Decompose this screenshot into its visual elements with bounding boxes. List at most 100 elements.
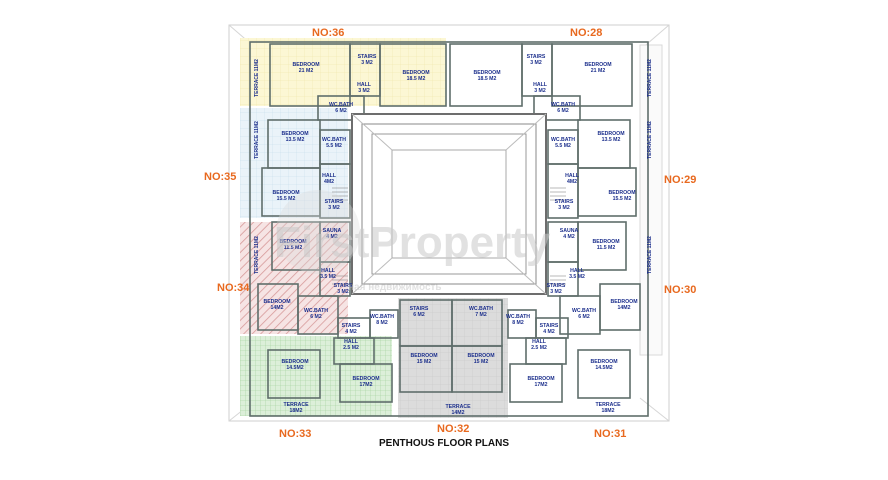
room-area-label: 6 M2	[578, 314, 590, 320]
room-name-label: BEDROOM	[272, 190, 299, 196]
room-area-label: 17M2	[360, 382, 373, 388]
watermark-logo	[276, 190, 360, 274]
room-area-label: 3 M2	[534, 88, 546, 94]
watermark-brand: FirstProperty	[274, 218, 551, 267]
room-area-label: 13.5 M2	[602, 137, 621, 143]
room-area-label: 2.5 M2	[343, 345, 359, 351]
room-area-label: 3 M2	[550, 289, 562, 295]
room-name-label: WC.BATH	[551, 102, 575, 108]
room-area-label: 4M2	[324, 179, 334, 185]
room-area-label: 15 M2	[417, 359, 432, 365]
room-area-label: 6 M2	[310, 314, 322, 320]
room-name-label: BEDROOM	[590, 359, 617, 365]
room-name-label: HALL	[533, 82, 548, 88]
terrace-fill-side-right	[639, 44, 663, 356]
room-name-label: BEDROOM	[292, 62, 319, 68]
room-area-label: 13.5 M2	[286, 137, 305, 143]
room-area-label: 14M2	[618, 305, 631, 311]
room-name-label: STAIRS	[358, 54, 377, 60]
room-area-label: 14M2	[452, 410, 465, 416]
room-area-label: 4M2	[567, 179, 577, 185]
unit-label-35: NO:35	[204, 171, 237, 183]
room-area-label: 3 M2	[328, 205, 340, 211]
room-area-label: 5.5 M2	[555, 143, 571, 149]
room-name-label: WC.BATH	[572, 308, 596, 314]
room-area-label: 14.5M2	[286, 365, 303, 371]
room-name-label: STAIRS	[547, 283, 566, 289]
room-area-label: 3 M2	[358, 88, 370, 94]
room-name-label: STAIRS	[540, 323, 559, 329]
room-area-label: 11.5 M2	[284, 245, 303, 251]
room-name-label: TERRACE	[283, 402, 309, 408]
room-name-label: SAUNA	[560, 228, 579, 234]
room-name-label: HALL	[357, 82, 372, 88]
room-area-label: 3 M2	[337, 289, 349, 295]
room-area-label: 3 M2	[530, 60, 542, 66]
room-name-label: BEDROOM	[410, 353, 437, 359]
unit-label-29: NO:29	[664, 174, 697, 186]
room-area-label: 21 M2	[591, 68, 606, 74]
unit-label-33: NO:33	[279, 428, 312, 440]
room-name-label: STAIRS	[527, 54, 546, 60]
unit-label-34: NO:34	[217, 282, 250, 294]
room-name-label: WC.BATH	[551, 137, 575, 143]
room-area-label: 4 M2	[345, 329, 357, 335]
room-name-label: BEDROOM	[263, 299, 290, 305]
room-area-label: 6 M2	[413, 312, 425, 318]
unit-label-32: NO:32	[437, 423, 470, 435]
room-name-label: BEDROOM	[527, 376, 554, 382]
room-area-label: 21 M2	[299, 68, 314, 74]
room-name-label: BEDROOM	[610, 299, 637, 305]
room-name-label: BEDROOM	[467, 353, 494, 359]
terrace-fill-32	[398, 298, 508, 418]
room-area-label: 5.5 M2	[326, 143, 342, 149]
room-area-label: 11.5 M2	[597, 245, 616, 251]
room-name-label: STAIRS	[325, 199, 344, 205]
site-boundary	[228, 24, 670, 422]
room-area-label: 18.5 M2	[478, 76, 497, 82]
room-name-label: BEDROOM	[281, 131, 308, 137]
wall-group	[249, 41, 649, 417]
room-name-label: HALL	[532, 339, 547, 345]
room-name-label: BEDROOM	[584, 62, 611, 68]
room-area-label: 14M2	[271, 305, 284, 311]
room-area-label: 3 M2	[361, 60, 373, 66]
room-area-label: 17M2	[535, 382, 548, 388]
room-area-label: 15 M2	[474, 359, 489, 365]
side-terrace-label: TERRACE 11M2	[254, 59, 260, 97]
room-area-label: 4 M2	[563, 234, 575, 240]
room-name-label: WC.BATH	[506, 314, 530, 320]
unit-label-36: NO:36	[312, 27, 345, 39]
room-area-label: 3.5 M2	[320, 274, 336, 280]
stair-group	[332, 187, 566, 285]
room-name-label: BEDROOM	[281, 359, 308, 365]
room-area-label: 7 M2	[475, 312, 487, 318]
room-area-label: 3 M2	[558, 205, 570, 211]
unit-label-31: NO:31	[594, 428, 627, 440]
room-name-label: TERRACE	[595, 402, 621, 408]
side-terrace-label: TERRACE 11M2	[647, 236, 653, 274]
room-name-label: HALL	[565, 173, 580, 179]
room-name-label: BEDROOM	[473, 70, 500, 76]
side-terrace-label: TERRACE 11M2	[254, 236, 260, 274]
unit-label-30: NO:30	[664, 284, 697, 296]
room-area-label: 14.5M2	[595, 365, 612, 371]
room-area-label: 4 M2	[543, 329, 555, 335]
room-area-label: 8 M2	[512, 320, 524, 326]
room-name-label: WC.BATH	[322, 137, 346, 143]
side-terrace-label: TERRACE 11M2	[647, 121, 653, 159]
room-name-label: HALL	[322, 173, 337, 179]
room-name-label: BEDROOM	[352, 376, 379, 382]
room-area-label: 3.5 M2	[569, 274, 585, 280]
room-name-label: HALL	[570, 268, 585, 274]
side-terrace-label: TERRACE 11M2	[647, 59, 653, 97]
room-name-label: WC.BATH	[469, 306, 493, 312]
room-name-label: STAIRS	[555, 199, 574, 205]
room-area-label: 18M2	[602, 408, 615, 414]
room-area-label: 18M2	[290, 408, 303, 414]
room-area-label: 15.5 M2	[613, 196, 632, 202]
room-area-label: 4 M2	[326, 234, 338, 240]
